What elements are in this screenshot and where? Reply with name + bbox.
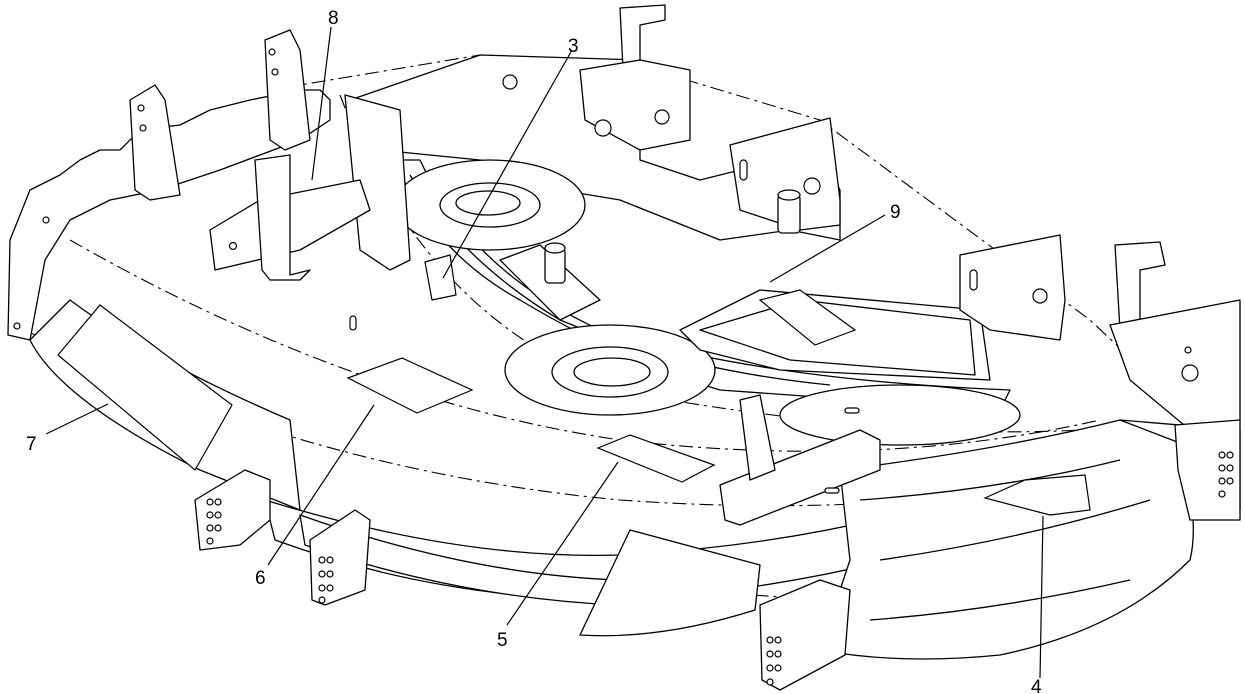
mounting-holes <box>13 48 1234 686</box>
callout-8: 8 <box>328 8 339 29</box>
decal-5 <box>596 434 716 483</box>
decal-3 <box>424 254 457 301</box>
decal-4 <box>983 474 1091 516</box>
leader-8 <box>311 26 332 181</box>
leader-6 <box>267 404 375 566</box>
decals <box>346 254 1091 516</box>
callout-7: 7 <box>26 434 37 455</box>
leader-lines <box>45 26 1044 679</box>
decal-6 <box>346 357 474 414</box>
leader-4 <box>1039 515 1044 679</box>
callout-4: 4 <box>1031 677 1042 694</box>
callout-3: 3 <box>568 36 579 57</box>
leader-3 <box>442 49 573 279</box>
callout-5: 5 <box>497 630 508 651</box>
callout-labels: 3 4 5 6 7 8 9 <box>26 8 1042 694</box>
leader-9 <box>769 214 886 283</box>
decal-9 <box>758 289 857 346</box>
deck-shell <box>7 4 1241 691</box>
leader-5 <box>506 461 619 626</box>
callout-6: 6 <box>255 568 266 589</box>
callout-9: 9 <box>890 202 901 223</box>
leader-7 <box>45 403 109 435</box>
